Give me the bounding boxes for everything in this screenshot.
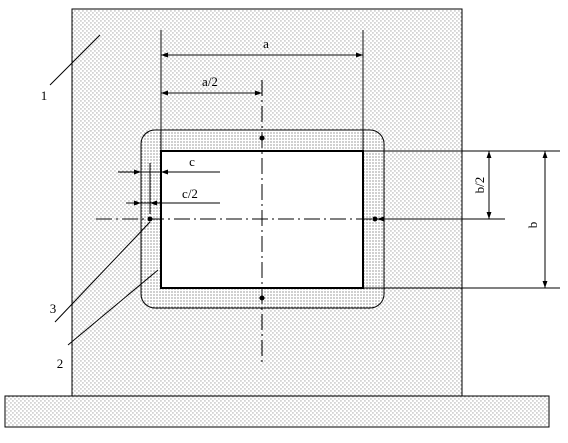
- marker-dot-left: [147, 216, 153, 222]
- marker-dot-top: [259, 135, 265, 141]
- dimension-label-c: c: [189, 154, 195, 169]
- marker-dot-bottom: [259, 295, 265, 301]
- leader-line-3: [54, 221, 151, 323]
- marker-dot-right: [372, 216, 378, 222]
- base-plate: [4, 395, 550, 428]
- dimension-label-a-half: a/2: [202, 74, 218, 89]
- part-label-2: 2: [57, 356, 64, 371]
- leader-line-2: [67, 269, 159, 346]
- part-label-1: 1: [41, 88, 48, 103]
- dimension-label-b-half: b/2: [472, 177, 487, 194]
- dimension-label-a: a: [263, 36, 269, 51]
- part-label-3: 3: [50, 301, 57, 316]
- leader-line-1: [49, 34, 101, 86]
- dimension-label-b: b: [525, 222, 540, 229]
- dimension-label-c-half: c/2: [182, 186, 198, 201]
